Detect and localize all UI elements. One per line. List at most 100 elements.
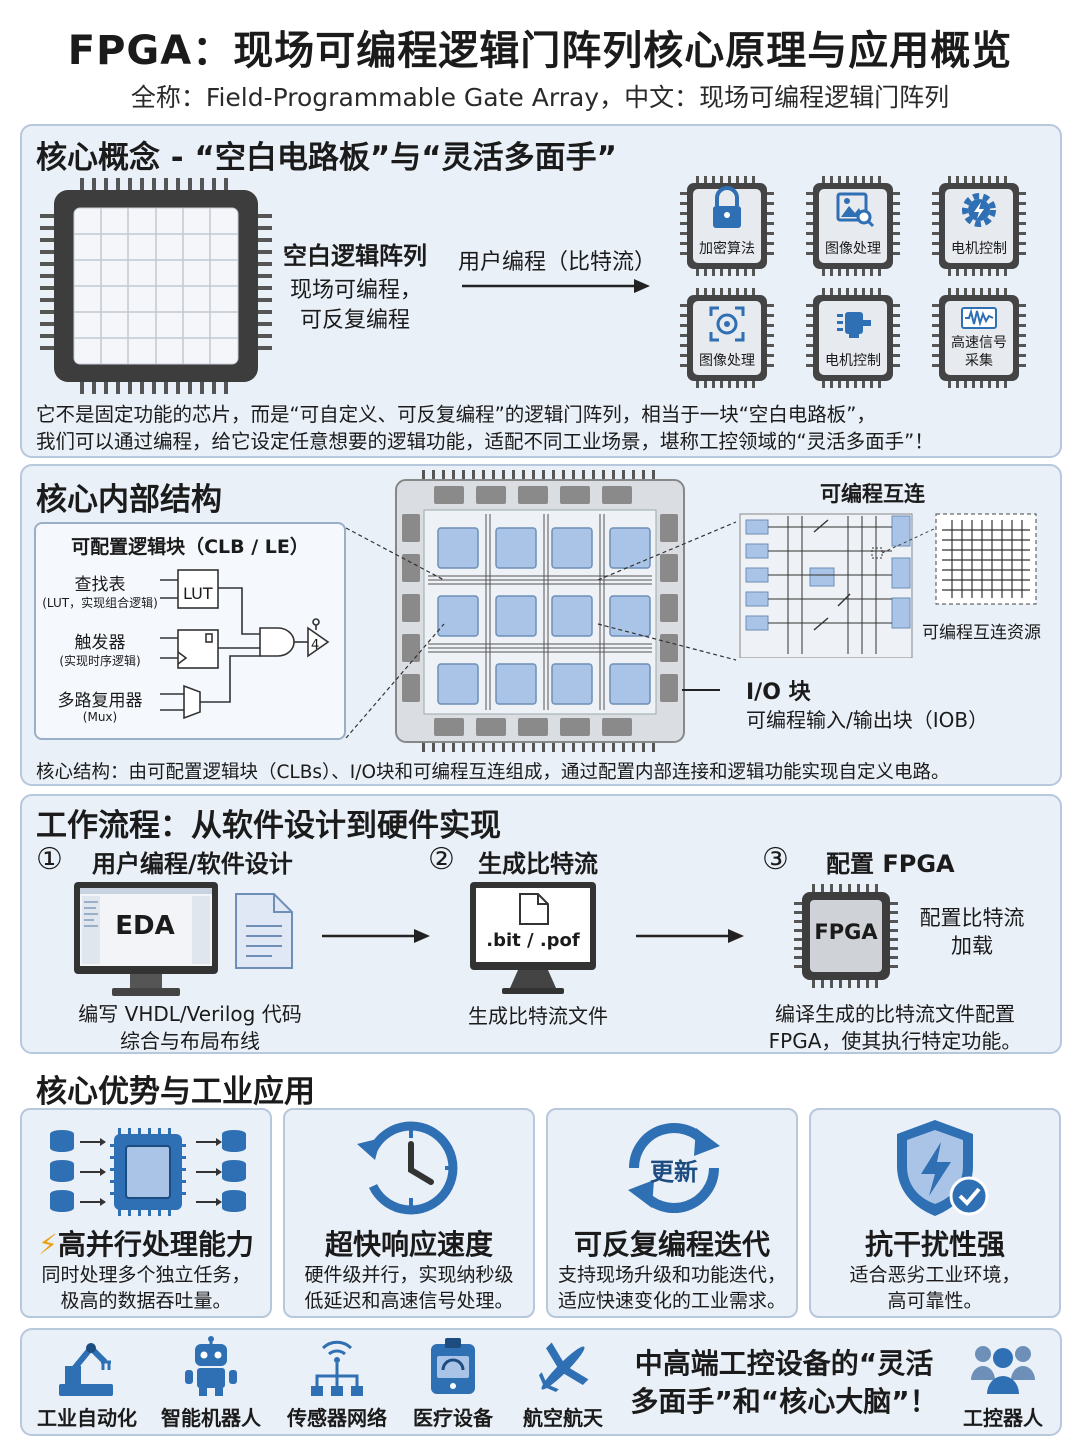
fpga-die-diagram bbox=[395, 470, 685, 752]
concept-desc-line2: 我们可以通过编程，给它设定任意想要的逻辑功能，适配不同工业场景，堪称工控领域的“… bbox=[36, 430, 934, 453]
interconnect-title: 可编程互连 bbox=[820, 482, 925, 506]
waveform-icon bbox=[961, 307, 997, 329]
app-label-4: 医疗设备 bbox=[413, 1406, 493, 1430]
step1-number: ① bbox=[36, 842, 63, 877]
slogan-line2: 多面手”和“核心大脑”！ bbox=[630, 1385, 938, 1418]
update-badge: 更新 bbox=[650, 1158, 698, 1186]
step2-desc1: 生成比特流文件 bbox=[468, 1004, 608, 1028]
camera-scan-icon bbox=[709, 306, 745, 342]
app-chip-label-3: 电机控制 bbox=[951, 241, 1007, 257]
program-arrow-icon bbox=[462, 279, 650, 293]
app-chip-label-5: 电机控制 bbox=[825, 353, 881, 369]
advantage-card-speed: 超快响应速度 硬件级并行，实现纳秒级 低延迟和高速信号处理。 bbox=[283, 1108, 535, 1318]
image-search-icon bbox=[836, 192, 875, 228]
ff-desc: (实现时序逻辑) bbox=[59, 654, 141, 668]
advantage-title-robust: 抗干扰性强 bbox=[864, 1228, 1005, 1261]
clock-icon bbox=[357, 1121, 458, 1215]
advantage-desc-update: 支持现场升级和功能迭代， 适应快速变化的工业需求。 bbox=[557, 1264, 786, 1312]
concept-desc-line1: 它不是固定功能的芯片，而是“可自定义、可反复编程”的逻辑门阵列，相当于一块“空白… bbox=[36, 403, 876, 426]
fpga-chip-icon bbox=[794, 884, 898, 988]
app-chip-label-6a: 高速信号 bbox=[951, 335, 1007, 351]
robot-icon bbox=[185, 1336, 237, 1396]
flow-arrow-1 bbox=[322, 929, 430, 943]
fpga-chip-label: FPGA bbox=[814, 920, 878, 944]
step3-number: ③ bbox=[762, 842, 789, 877]
motor-icon bbox=[837, 312, 871, 338]
lut-box-label: LUT bbox=[183, 584, 213, 603]
step3-side1: 配置比特流 bbox=[919, 906, 1025, 930]
advantage-desc-parallel: 同时处理多个独立任务， 极高的数据吞吐量。 bbox=[41, 1264, 251, 1312]
step2-number: ② bbox=[428, 842, 455, 877]
structure-heading: 核心内部结构 bbox=[36, 482, 222, 518]
app-chip-label-1: 加密算法 bbox=[699, 241, 755, 257]
bolt-icon: ⚡ bbox=[38, 1228, 58, 1261]
document-icon bbox=[235, 893, 293, 969]
clb-title: 可配置逻辑块（CLB / LE） bbox=[71, 536, 309, 558]
clb-circuit-diagram bbox=[160, 569, 330, 720]
lut-name: 查找表 bbox=[74, 575, 126, 595]
people-group-icon bbox=[971, 1346, 1035, 1394]
advantage-title-parallel: ⚡高并行处理能力 bbox=[38, 1228, 254, 1261]
app-chip-label-2: 图像处理 bbox=[825, 241, 881, 257]
app-chip-grid: 加密算法 图像处理 电机控制 图像处理 电机控制 高速信号 采集 bbox=[680, 176, 1030, 396]
blank-array-title: 空白逻辑阵列 bbox=[283, 242, 427, 270]
network-icon bbox=[311, 1340, 363, 1396]
eda-label: EDA bbox=[115, 911, 175, 941]
step3-desc1: 编译生成的比特流文件配置 bbox=[775, 1002, 1015, 1026]
advantage-card-update: 更新 可反复编程迭代 支持现场升级和功能迭代， 适应快速变化的工业需求。 bbox=[546, 1108, 798, 1318]
interconnect-res: 可编程互连资源 bbox=[922, 623, 1041, 643]
applications-panel bbox=[20, 1328, 1062, 1436]
app-label-1: 工业自动化 bbox=[37, 1406, 137, 1430]
refresh-icon bbox=[628, 1123, 720, 1213]
advantage-card-parallel: ⚡高并行处理能力 同时处理多个独立任务， 极高的数据吞吐量。 bbox=[20, 1108, 272, 1318]
blank-array-line1: 现场可编程， bbox=[290, 278, 423, 303]
step1-desc2: 综合与布局布线 bbox=[120, 1029, 260, 1053]
medical-device-icon bbox=[431, 1338, 475, 1394]
advantage-title-speed: 超快响应速度 bbox=[324, 1228, 493, 1261]
step2-title: 生成比特流 bbox=[478, 850, 598, 878]
advantage-title-update: 可反复编程迭代 bbox=[573, 1228, 770, 1261]
step1-desc1: 编写 VHDL/Verilog 代码 bbox=[78, 1002, 302, 1026]
parallel-chip-icon bbox=[50, 1128, 246, 1216]
step1-title: 用户编程/软件设计 bbox=[92, 850, 293, 878]
advantage-desc-robust: 适合恶劣工业环境， 高可靠性。 bbox=[849, 1264, 1021, 1312]
program-arrow-label: 用户编程（比特流） bbox=[458, 250, 657, 275]
app-label-5: 航空航天 bbox=[523, 1406, 603, 1430]
gear-bolt-icon bbox=[962, 193, 996, 227]
lut-desc: (LUT，实现组合逻辑) bbox=[42, 596, 158, 610]
eda-monitor-icon bbox=[74, 882, 218, 996]
app-label-3: 传感器网络 bbox=[287, 1406, 387, 1430]
advantages-heading: 核心优势与工业应用 bbox=[36, 1074, 315, 1110]
page-subtitle: 全称：Field-Programmable Gate Array，中文：现场可编… bbox=[130, 83, 950, 112]
flow-arrow-2 bbox=[636, 929, 744, 943]
gate-number: 4 bbox=[311, 638, 320, 653]
app-label-2: 智能机器人 bbox=[161, 1406, 261, 1430]
callout-lines bbox=[345, 521, 737, 739]
advantage-desc-speed: 硬件级并行，实现纳秒级 低延迟和高速信号处理。 bbox=[304, 1264, 514, 1312]
advantage-card-robust: 抗干扰性强 适合恶劣工业环境， 高可靠性。 bbox=[809, 1108, 1061, 1318]
ff-name: 触发器 bbox=[74, 633, 126, 653]
app-label-end: 工控器人 bbox=[963, 1406, 1043, 1430]
step3-side2: 加载 bbox=[951, 934, 993, 958]
io-desc: 可编程输入/输出块（IOB） bbox=[746, 708, 989, 732]
concept-heading: 核心概念 - “空白电路板”与“灵活多面手” bbox=[36, 140, 617, 176]
mux-desc: (Mux) bbox=[82, 710, 118, 724]
robot-arm-icon bbox=[59, 1343, 113, 1396]
io-title: I/O 块 bbox=[746, 680, 811, 705]
app-chip-label-6b: 采集 bbox=[965, 353, 993, 369]
blank-chip-icon bbox=[40, 178, 272, 394]
airplane-icon bbox=[538, 1342, 589, 1393]
workflow-heading: 工作流程：从软件设计到硬件实现 bbox=[36, 808, 501, 844]
interconnect-diagram bbox=[739, 513, 1037, 658]
bitstream-monitor-icon bbox=[470, 882, 596, 994]
step3-desc2: FPGA，使其执行特定功能。 bbox=[768, 1029, 1022, 1053]
bitstream-label: .bit / .pof bbox=[486, 930, 580, 951]
lock-icon bbox=[713, 186, 741, 228]
page-title: FPGA：现场可编程逻辑门阵列核心原理与应用概览 bbox=[67, 28, 1013, 74]
blank-array-line2: 可反复编程 bbox=[300, 308, 411, 333]
step3-title: 配置 FPGA bbox=[826, 850, 955, 878]
mux-name: 多路复用器 bbox=[57, 691, 143, 711]
shield-icon bbox=[897, 1120, 989, 1216]
app-chip-label-4: 图像处理 bbox=[699, 353, 755, 369]
slogan-line1: 中高端工控设备的“灵活 bbox=[634, 1347, 934, 1380]
